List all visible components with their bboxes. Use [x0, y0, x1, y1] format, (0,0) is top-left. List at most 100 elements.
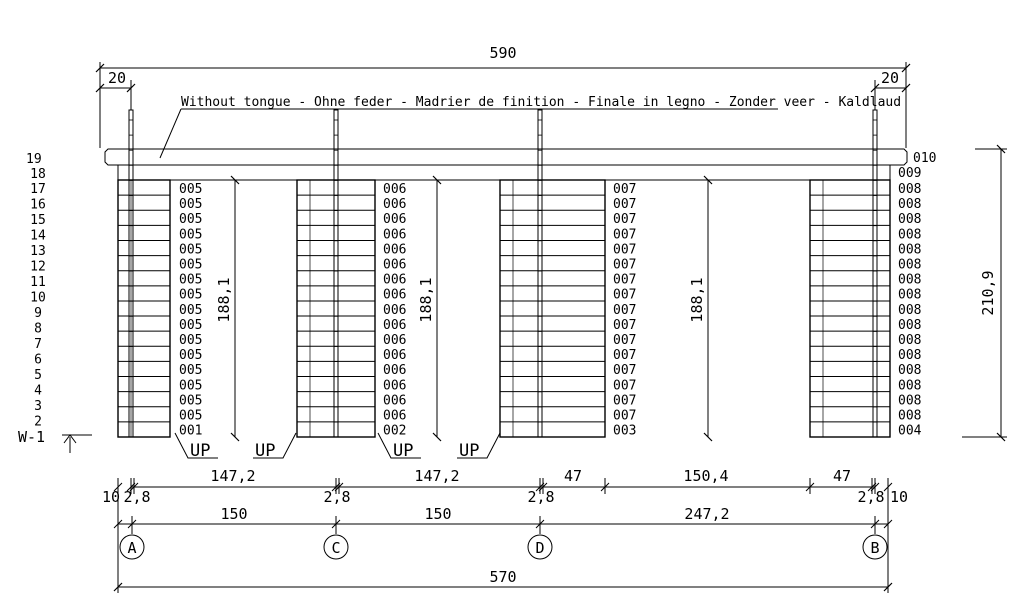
- code-col-d: 0070070070070070070070070070070070070070…: [613, 182, 636, 439]
- callout-text: Without tongue - Ohne feder - Madrier de…: [181, 95, 901, 110]
- board-code: 007: [613, 197, 636, 212]
- post-a: [128, 109, 134, 438]
- board-code: 005: [179, 197, 202, 212]
- post-c: [333, 109, 339, 438]
- top-cap: [104, 148, 908, 181]
- board-code: 008: [898, 273, 921, 288]
- board-code: 008: [898, 318, 921, 333]
- row-label: 16: [30, 198, 46, 213]
- board-code: 008: [898, 288, 921, 303]
- board-code: 006: [383, 273, 406, 288]
- board-code: 008: [898, 348, 921, 363]
- board-code: 006: [383, 227, 406, 242]
- wall-c: [296, 179, 376, 438]
- board-code: 008: [898, 258, 921, 273]
- wall-height-label-1: 188,1: [215, 277, 233, 322]
- axis-c-label: C: [331, 539, 340, 557]
- board-code: 008: [898, 182, 921, 197]
- board-code: 007: [613, 318, 636, 333]
- row-label: 3: [34, 399, 42, 414]
- opening-dimension-chain: 147,2 147,2 47 150,4 47: [113, 467, 893, 494]
- board-code: 007: [613, 378, 636, 393]
- board-code: 005: [179, 273, 202, 288]
- wall-height-label-2: 188,1: [417, 277, 435, 322]
- overall-width-label: 590: [489, 44, 516, 62]
- board-code: 007: [613, 273, 636, 288]
- board-code: 008: [898, 242, 921, 257]
- board-code: 008: [898, 363, 921, 378]
- board-code: 006: [383, 288, 406, 303]
- board-code: 005: [179, 348, 202, 363]
- height-dimension: 210,9: [962, 144, 1007, 442]
- board-code: 002: [383, 424, 406, 439]
- board-code: 006: [383, 348, 406, 363]
- up-label-1: UP: [190, 441, 210, 461]
- height-label: 210,9: [979, 270, 997, 315]
- pier-left-label: 47: [564, 467, 582, 485]
- board-code: 003: [613, 424, 636, 439]
- pier-right-label: 47: [833, 467, 851, 485]
- board-code: 007: [613, 258, 636, 273]
- board-code: 005: [179, 409, 202, 424]
- board-code: 004: [898, 424, 922, 439]
- row-label: 17: [30, 182, 46, 197]
- post-d: [537, 109, 543, 438]
- board-code: 007: [613, 333, 636, 348]
- board-code: 005: [179, 227, 202, 242]
- axis-dimension-chain: 150 150 247,2: [113, 505, 893, 534]
- board-code: 006: [383, 318, 406, 333]
- wall-d: [499, 179, 606, 438]
- row-label: 14: [30, 229, 46, 244]
- board-code: 008: [898, 409, 921, 424]
- base-level-marker: W-1: [18, 428, 92, 453]
- board-code: 005: [179, 378, 202, 393]
- axis-markers: A C D B: [119, 534, 888, 560]
- post-width-c: 2,8: [323, 488, 350, 506]
- top-board-code: 010: [913, 151, 936, 166]
- board-code: 007: [613, 288, 636, 303]
- board-code: 007: [613, 227, 636, 242]
- base-width-dimension: 570: [113, 478, 893, 593]
- row-label: 8: [34, 322, 42, 337]
- row-label: 9: [34, 306, 42, 321]
- wall-a: [117, 179, 171, 438]
- board-code: 001: [179, 424, 202, 439]
- axis-ac-label: 150: [220, 505, 247, 523]
- opening-1-label: 147,2: [210, 467, 255, 485]
- board-code: 006: [383, 197, 406, 212]
- opening-2-label: 147,2: [414, 467, 459, 485]
- board-code: 006: [383, 182, 406, 197]
- board-codes: 0050050050050050050050050050050050050050…: [179, 151, 936, 439]
- board-code: 006: [383, 333, 406, 348]
- right-end-dimension: 20: [870, 69, 911, 110]
- wall-sections: [117, 179, 891, 438]
- callout: Without tongue - Ohne feder - Madrier de…: [159, 95, 901, 159]
- board-code: 005: [179, 318, 202, 333]
- board-code: 005: [179, 363, 202, 378]
- row-label: 10: [30, 291, 46, 306]
- axis-cd-label: 150: [424, 505, 451, 523]
- row-label: 15: [30, 213, 46, 228]
- board-code: 006: [383, 378, 406, 393]
- post-offset-right: 10: [890, 488, 908, 506]
- base-width-label: 570: [489, 568, 516, 586]
- board-code: 007: [613, 348, 636, 363]
- board-code: 005: [179, 258, 202, 273]
- post-b: [872, 109, 878, 438]
- board-code: 006: [383, 212, 406, 227]
- board-code: 008: [898, 212, 921, 227]
- row-label: 19: [26, 152, 42, 167]
- row-label: 13: [30, 244, 46, 259]
- overall-width-dimension: 590: [95, 44, 911, 148]
- code-col-c: 0060060060060060060060060060060060060060…: [383, 182, 406, 439]
- wall-height-label-3: 188,1: [688, 277, 706, 322]
- row-label: 2: [34, 415, 42, 430]
- board-code: 006: [383, 242, 406, 257]
- board-code: 006: [383, 258, 406, 273]
- board-code: 007: [613, 363, 636, 378]
- wall-b: [809, 179, 891, 438]
- row-label: 12: [30, 260, 46, 275]
- board-code: 008: [898, 303, 921, 318]
- up-label-4: UP: [459, 441, 479, 461]
